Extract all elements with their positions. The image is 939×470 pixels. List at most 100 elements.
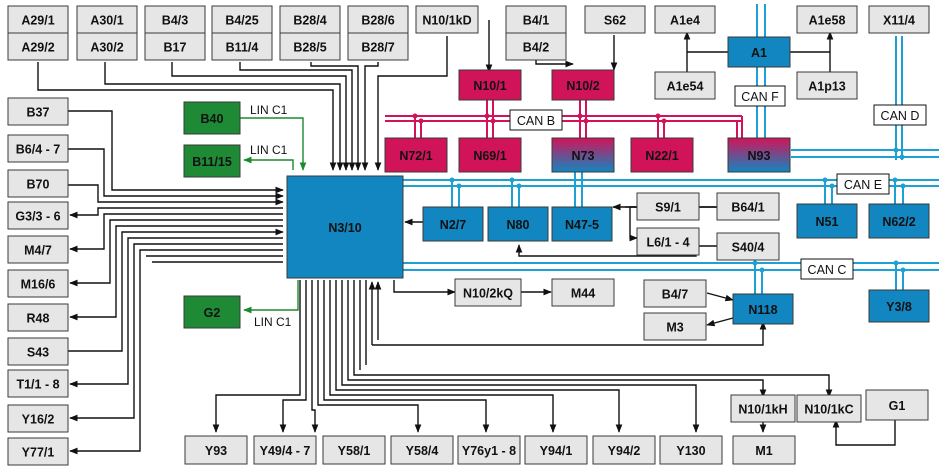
module-a30-1[interactable]: A30/1 [76,5,138,34]
module-b28-7[interactable]: B28/7 [347,32,409,61]
module-m4-7-box [7,235,69,264]
bus-label-box [800,258,854,280]
module-m1[interactable]: M1 [732,435,796,465]
module-s62[interactable]: S62 [584,5,646,34]
module-b40[interactable]: B40 [183,101,241,135]
module-n3-10[interactable]: N3/10 [286,175,404,279]
bus-label-text: CAN F [741,90,779,104]
module-a1[interactable]: A1 [727,36,791,68]
module-x11-4[interactable]: X11/4 [868,5,930,34]
module-n10-1[interactable]: N10/1 [458,69,522,101]
module-y77-1[interactable]: Y77/1 [7,437,69,466]
module-y94-2[interactable]: Y94/2 [592,435,656,465]
module-s40-4[interactable]: S40/4 [716,232,780,261]
module-n93[interactable]: N93 [727,137,791,173]
module-g3-3-6[interactable]: G3/3 - 6 [7,201,69,230]
module-y3-8[interactable]: Y3/8 [868,289,930,323]
module-y58-4-label: Y58/4 [406,444,439,458]
module-n10-2kq[interactable]: N10/2kQ [454,278,522,307]
module-n73[interactable]: N73 [551,137,615,173]
module-n80[interactable]: N80 [487,206,549,242]
module-a1e4[interactable]: A1e4 [654,5,716,34]
module-n51-label: N51 [816,215,839,229]
module-m3-box [643,312,707,341]
module-s9-1[interactable]: S9/1 [636,192,700,221]
module-n47-5[interactable]: N47-5 [551,206,613,242]
lin-c1-label: LIN C1 [254,315,292,329]
module-m4-7[interactable]: M4/7 [7,235,69,264]
module-t1-1-8[interactable]: T1/1 - 8 [7,369,69,398]
module-m44[interactable]: M44 [551,278,615,307]
module-a29-1-label: A29/1 [21,14,54,28]
module-b70[interactable]: B70 [7,169,69,198]
module-a30-2[interactable]: A30/2 [76,32,138,61]
top-wires [37,20,618,171]
module-n69-1[interactable]: N69/1 [458,137,522,173]
module-l6-1-4[interactable]: L6/1 - 4 [636,227,700,256]
module-b4-3[interactable]: B4/3 [144,5,206,34]
module-a1e54[interactable]: A1e54 [654,71,716,100]
module-n73-label: N73 [572,149,595,163]
module-a1p13[interactable]: A1p13 [796,71,858,100]
module-b37[interactable]: B37 [7,97,69,126]
module-n10-2[interactable]: N10/2 [551,69,615,101]
module-b28-5-box [279,32,341,61]
module-g1[interactable]: G1 [865,389,929,421]
module-n62-2[interactable]: N62/2 [868,203,930,239]
module-y16-2-label: Y16/2 [22,413,55,427]
module-s43[interactable]: S43 [7,337,69,366]
module-s62-box [584,5,646,34]
module-b4-1[interactable]: B4/1 [505,5,567,34]
module-b28-4-label: B28/4 [293,14,326,28]
module-m16-6[interactable]: M16/6 [7,269,69,298]
module-y49-4-7-box [253,435,317,465]
module-m3[interactable]: M3 [643,312,707,341]
module-b28-7-label: B28/7 [361,41,394,55]
module-n10-1kd[interactable]: N10/1kD [415,5,479,34]
module-b4-2[interactable]: B4/2 [505,32,567,61]
module-y76y1-8[interactable]: Y76y1 - 8 [457,435,521,465]
module-r48-box [7,303,69,332]
module-b11-4[interactable]: B11/4 [211,32,273,61]
left-wires [67,110,284,455]
module-y130[interactable]: Y130 [659,435,723,465]
module-y77-1-box [7,437,69,466]
module-y58-1[interactable]: Y58/1 [322,435,386,465]
module-b28-4[interactable]: B28/4 [279,5,341,34]
module-y93[interactable]: Y93 [184,435,248,465]
module-m16-6-label: M16/6 [21,278,56,292]
module-y16-2[interactable]: Y16/2 [7,404,69,433]
module-a29-2[interactable]: A29/2 [7,32,69,61]
module-n118[interactable]: N118 [732,293,794,325]
module-b64-1-box [716,192,780,221]
module-n72-1[interactable]: N72/1 [384,137,448,173]
can-nodes [449,147,906,273]
module-g2[interactable]: G2 [183,295,241,329]
module-n22-1[interactable]: N22/1 [630,137,694,173]
right-wires [393,203,734,327]
module-b28-5[interactable]: B28/5 [279,32,341,61]
module-r48[interactable]: R48 [7,303,69,332]
module-b40-box [183,101,241,135]
module-n10-1kc[interactable]: N10/1kC [796,394,862,423]
module-n2-7[interactable]: N2/7 [422,206,484,242]
module-y16-2-box [7,404,69,433]
module-a29-1[interactable]: A29/1 [7,5,69,34]
module-s40-4-label: S40/4 [732,241,765,255]
module-b17[interactable]: B17 [144,32,206,61]
module-a1-label: A1 [751,46,767,60]
module-b11-15[interactable]: B11/15 [183,144,241,178]
module-b28-6[interactable]: B28/6 [347,5,409,34]
module-y49-4-7[interactable]: Y49/4 - 7 [253,435,317,465]
module-n3-10-box [286,175,404,279]
module-a1e58[interactable]: A1e58 [796,5,858,34]
module-n10-1kh[interactable]: N10/1kH [730,394,796,423]
module-b4-7[interactable]: B4/7 [643,279,707,308]
module-n51[interactable]: N51 [796,203,858,239]
module-b64-1[interactable]: B64/1 [716,192,780,221]
module-b4-25[interactable]: B4/25 [211,5,273,34]
module-y94-1[interactable]: Y94/1 [524,435,588,465]
module-b6-4-7[interactable]: B6/4 - 7 [7,134,69,163]
module-y58-4[interactable]: Y58/4 [390,435,454,465]
module-g3-3-6-box [7,201,69,230]
